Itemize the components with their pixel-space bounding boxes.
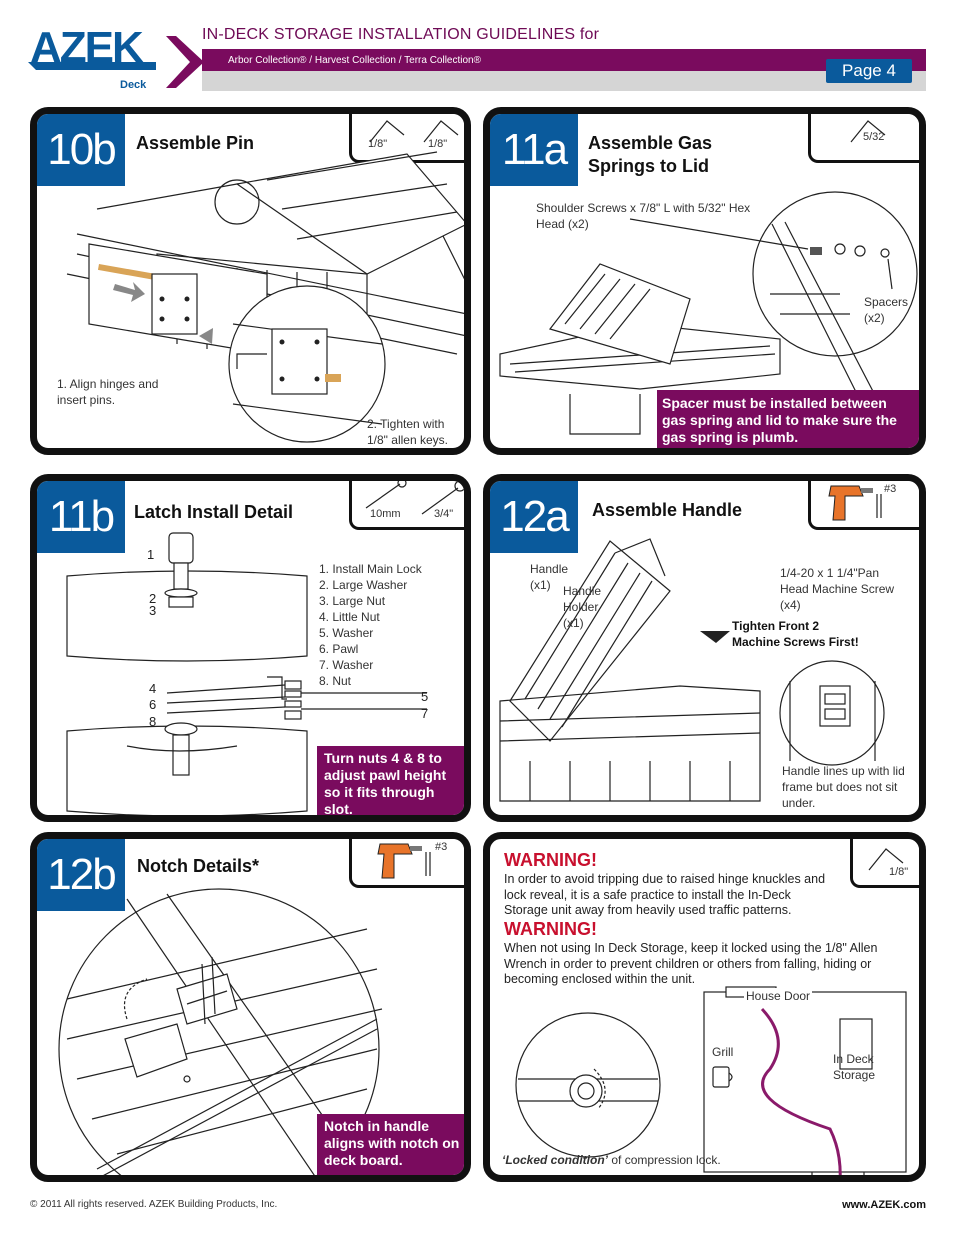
tool-label: #3 bbox=[435, 841, 448, 853]
allen-key-icon bbox=[850, 120, 886, 143]
notch-illustration bbox=[58, 888, 383, 1175]
pin-assembly-illustration bbox=[66, 151, 464, 443]
parts-list-item: 5. Washer bbox=[319, 626, 374, 640]
part-number-7: 7 bbox=[421, 706, 429, 721]
label-tighten-screws-first: Machine Screws First! bbox=[732, 635, 859, 649]
callout-spacer: Spacer must be installed between gas spr… bbox=[657, 390, 919, 448]
panel-11a: 11a Assemble Gas Springs to Lid 5/32 Sho… bbox=[483, 107, 926, 455]
tools-box: #3 bbox=[808, 481, 919, 530]
tool-label: 1/8" bbox=[368, 138, 388, 150]
callout-nuts: Turn nuts 4 & 8 to adjust pawl height so… bbox=[317, 746, 464, 815]
note-align-hinges: 1. Align hinges and insert pins. bbox=[57, 377, 159, 407]
part-number-2: 2 bbox=[149, 591, 157, 606]
wrench-icon bbox=[365, 481, 464, 515]
label-grill: Grill bbox=[712, 1045, 734, 1059]
logo-sub: Deck bbox=[120, 79, 147, 91]
latch-illustration bbox=[66, 532, 427, 815]
handle-illustration bbox=[499, 538, 885, 802]
note-shoulder-screws: Shoulder Screws x 7/8" L with 5/32" Hex … bbox=[536, 201, 751, 231]
label-handle: Handle (x1) bbox=[530, 562, 569, 592]
tools-box: 10mm 3/4" bbox=[349, 481, 464, 530]
tool-label: 5/32 bbox=[863, 131, 885, 143]
label-machine-screws: 1/4-20 x 1 1/4"Pan Head Machine Screw (x… bbox=[780, 566, 895, 612]
panel-title: Assemble Handle bbox=[592, 500, 743, 520]
header-title: IN-DECK STORAGE INSTALLATION GUIDELINES … bbox=[202, 26, 600, 43]
callout-notch: Notch in handle aligns with notch on dec… bbox=[317, 1114, 464, 1175]
locked-condition-emphasis: ‘Locked condition’ bbox=[502, 1153, 609, 1167]
label-tighten-front: Tighten Front 2 bbox=[732, 619, 820, 633]
footer-url[interactable]: www.AZEK.com bbox=[842, 1199, 926, 1211]
locked-condition-caption: ‘Locked condition’ of compression lock. bbox=[502, 1152, 721, 1168]
step-badge: 11a bbox=[490, 114, 578, 186]
allen-key-icon bbox=[369, 120, 459, 143]
warning-text: In order to avoid tripping due to raised… bbox=[504, 872, 826, 917]
allen-key-icon bbox=[868, 848, 904, 871]
note-spacers: Spacers (x2) bbox=[864, 295, 909, 325]
parts-list-item: 2. Large Washer bbox=[319, 578, 408, 592]
parts-list-item: 7. Washer bbox=[319, 658, 374, 672]
header-bar bbox=[202, 49, 926, 71]
header-grey-bar bbox=[202, 71, 926, 91]
panel-10b: 10b Assemble Pin 1/8" 1/8" 1. Al bbox=[30, 107, 471, 455]
lock-and-layout-illustration bbox=[515, 986, 907, 1175]
locked-condition-rest: of compression lock. bbox=[608, 1153, 721, 1167]
note-tighten: 2. Tighten with 1/8" allen keys. bbox=[367, 417, 448, 447]
label-handle-holder: Handle Holder (x1) bbox=[563, 584, 602, 630]
tools-box: #3 bbox=[349, 839, 464, 888]
step-badge: 11b bbox=[37, 481, 125, 553]
panel-warning: WARNING! In order to avoid tripping due … bbox=[483, 832, 926, 1182]
warning-heading: WARNING! bbox=[504, 850, 597, 870]
parts-list-item: 1. Install Main Lock bbox=[319, 562, 422, 576]
label-in-deck-storage: In Deck Storage bbox=[833, 1052, 876, 1082]
azek-logo: AZEK Deck bbox=[26, 22, 216, 94]
parts-list-item: 8. Nut bbox=[319, 674, 352, 688]
step-badge: 10b bbox=[37, 114, 125, 186]
label-house-door: House Door bbox=[744, 988, 813, 1004]
part-number-6: 6 bbox=[149, 697, 157, 712]
header-subtitle: Arbor Collection® / Harvest Collection /… bbox=[228, 55, 481, 66]
part-number-8: 8 bbox=[149, 714, 157, 729]
panel-title: Assemble Gas Springs to Lid bbox=[588, 133, 713, 176]
panel-title: Assemble Pin bbox=[136, 133, 255, 153]
panel-11b: 11b Latch Install Detail 10mm 3/4" 1 2 3… bbox=[30, 474, 471, 822]
panel-12b: 12b Notch Details* #3 Notch in handle al… bbox=[30, 832, 471, 1182]
part-number-1: 1 bbox=[147, 547, 155, 562]
logo-text: AZEK bbox=[30, 23, 144, 72]
warning-text: When not using In Deck Storage, keep it … bbox=[504, 941, 878, 986]
part-number-5: 5 bbox=[421, 689, 429, 704]
tool-label: 1/8" bbox=[428, 138, 448, 150]
part-number-3: 3 bbox=[149, 603, 157, 618]
panel-title: Notch Details* bbox=[137, 856, 260, 876]
parts-list-item: 4. Little Nut bbox=[319, 610, 380, 624]
step-badge: 12a bbox=[490, 481, 578, 553]
tools-box: 1/8" bbox=[850, 839, 919, 888]
tool-label: 1/8" bbox=[889, 866, 909, 878]
tool-label: 10mm bbox=[370, 508, 401, 520]
panel-title: Latch Install Detail bbox=[134, 502, 294, 522]
footer-copyright: © 2011 All rights reserved. AZEK Buildin… bbox=[30, 1199, 278, 1210]
label-handle-lines-up: Handle lines up with lid frame but does … bbox=[782, 764, 905, 810]
step-badge: 12b bbox=[37, 839, 125, 911]
tools-box: 5/32 bbox=[808, 114, 919, 163]
parts-list-item: 6. Pawl bbox=[319, 642, 359, 656]
part-number-4: 4 bbox=[149, 681, 157, 696]
tool-label: #3 bbox=[884, 483, 897, 495]
warning-heading: WARNING! bbox=[504, 919, 597, 939]
parts-list: 1. Install Main Lock 2. Large Washer 3. … bbox=[319, 561, 459, 689]
gas-spring-illustration bbox=[499, 191, 918, 435]
parts-list-item: 3. Large Nut bbox=[319, 594, 386, 608]
panel-12a: 12a Assemble Handle #3 Handle (x1) Handl… bbox=[483, 474, 926, 822]
drill-icon bbox=[377, 843, 431, 879]
page-number: Page 4 bbox=[826, 59, 912, 83]
drill-icon bbox=[828, 485, 882, 521]
tool-label: 3/4" bbox=[434, 508, 454, 520]
